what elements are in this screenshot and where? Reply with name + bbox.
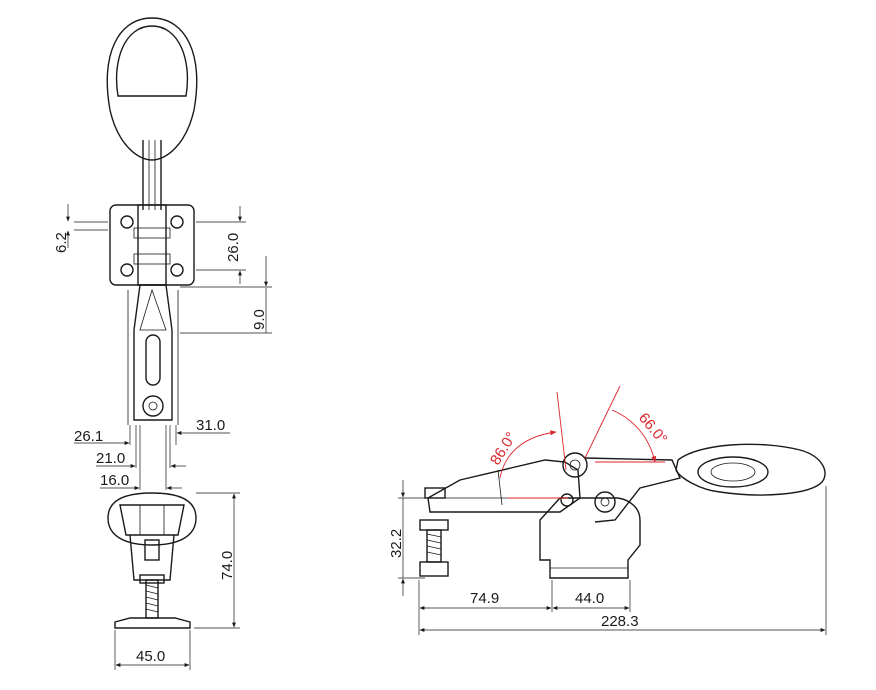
handle-side bbox=[675, 443, 826, 496]
dim-26-0: 26.0 bbox=[225, 233, 242, 262]
handle-arms-top bbox=[142, 140, 162, 210]
side-view: 86.0° 66.0° 32.2 74.9 44.0 228.3 bbox=[388, 385, 827, 635]
dim-31-0: 31.0 bbox=[196, 417, 225, 434]
dim-44-0: 44.0 bbox=[575, 590, 604, 607]
body-front bbox=[129, 534, 175, 581]
top-view-extension-lines bbox=[74, 221, 272, 490]
dim-21-0: 21.0 bbox=[96, 450, 125, 467]
handle-grip-top bbox=[106, 17, 198, 161]
dim-228-3: 228.3 bbox=[601, 613, 639, 630]
dim-16-0: 16.0 bbox=[100, 472, 129, 489]
angle-86: 86.0° bbox=[487, 429, 520, 468]
base-plate-top bbox=[109, 204, 195, 286]
angle-66: 66.0° bbox=[635, 410, 671, 448]
dim-26-1: 26.1 bbox=[74, 428, 103, 445]
dim-74-9: 74.9 bbox=[470, 590, 499, 607]
top-view: 6.2 26.0 9.0 26.1 31.0 21.0 16.0 bbox=[53, 17, 272, 490]
linkage-side bbox=[560, 452, 681, 523]
spindle-side bbox=[419, 487, 449, 577]
spindle-arm-top bbox=[127, 284, 179, 425]
spindle-front bbox=[139, 574, 165, 619]
dim-45-0: 45.0 bbox=[136, 648, 165, 665]
front-view: 74.0 45.0 bbox=[107, 492, 240, 670]
dim-32-2: 32.2 bbox=[388, 529, 405, 558]
handle-grip-front bbox=[107, 492, 197, 546]
dim-6-2: 6.2 bbox=[53, 232, 70, 253]
clamp-arm-side bbox=[427, 459, 581, 513]
dim-9-0: 9.0 bbox=[251, 309, 268, 330]
base-body-side bbox=[539, 497, 641, 579]
pad-front bbox=[114, 617, 191, 629]
dim-74-0: 74.0 bbox=[219, 551, 236, 580]
